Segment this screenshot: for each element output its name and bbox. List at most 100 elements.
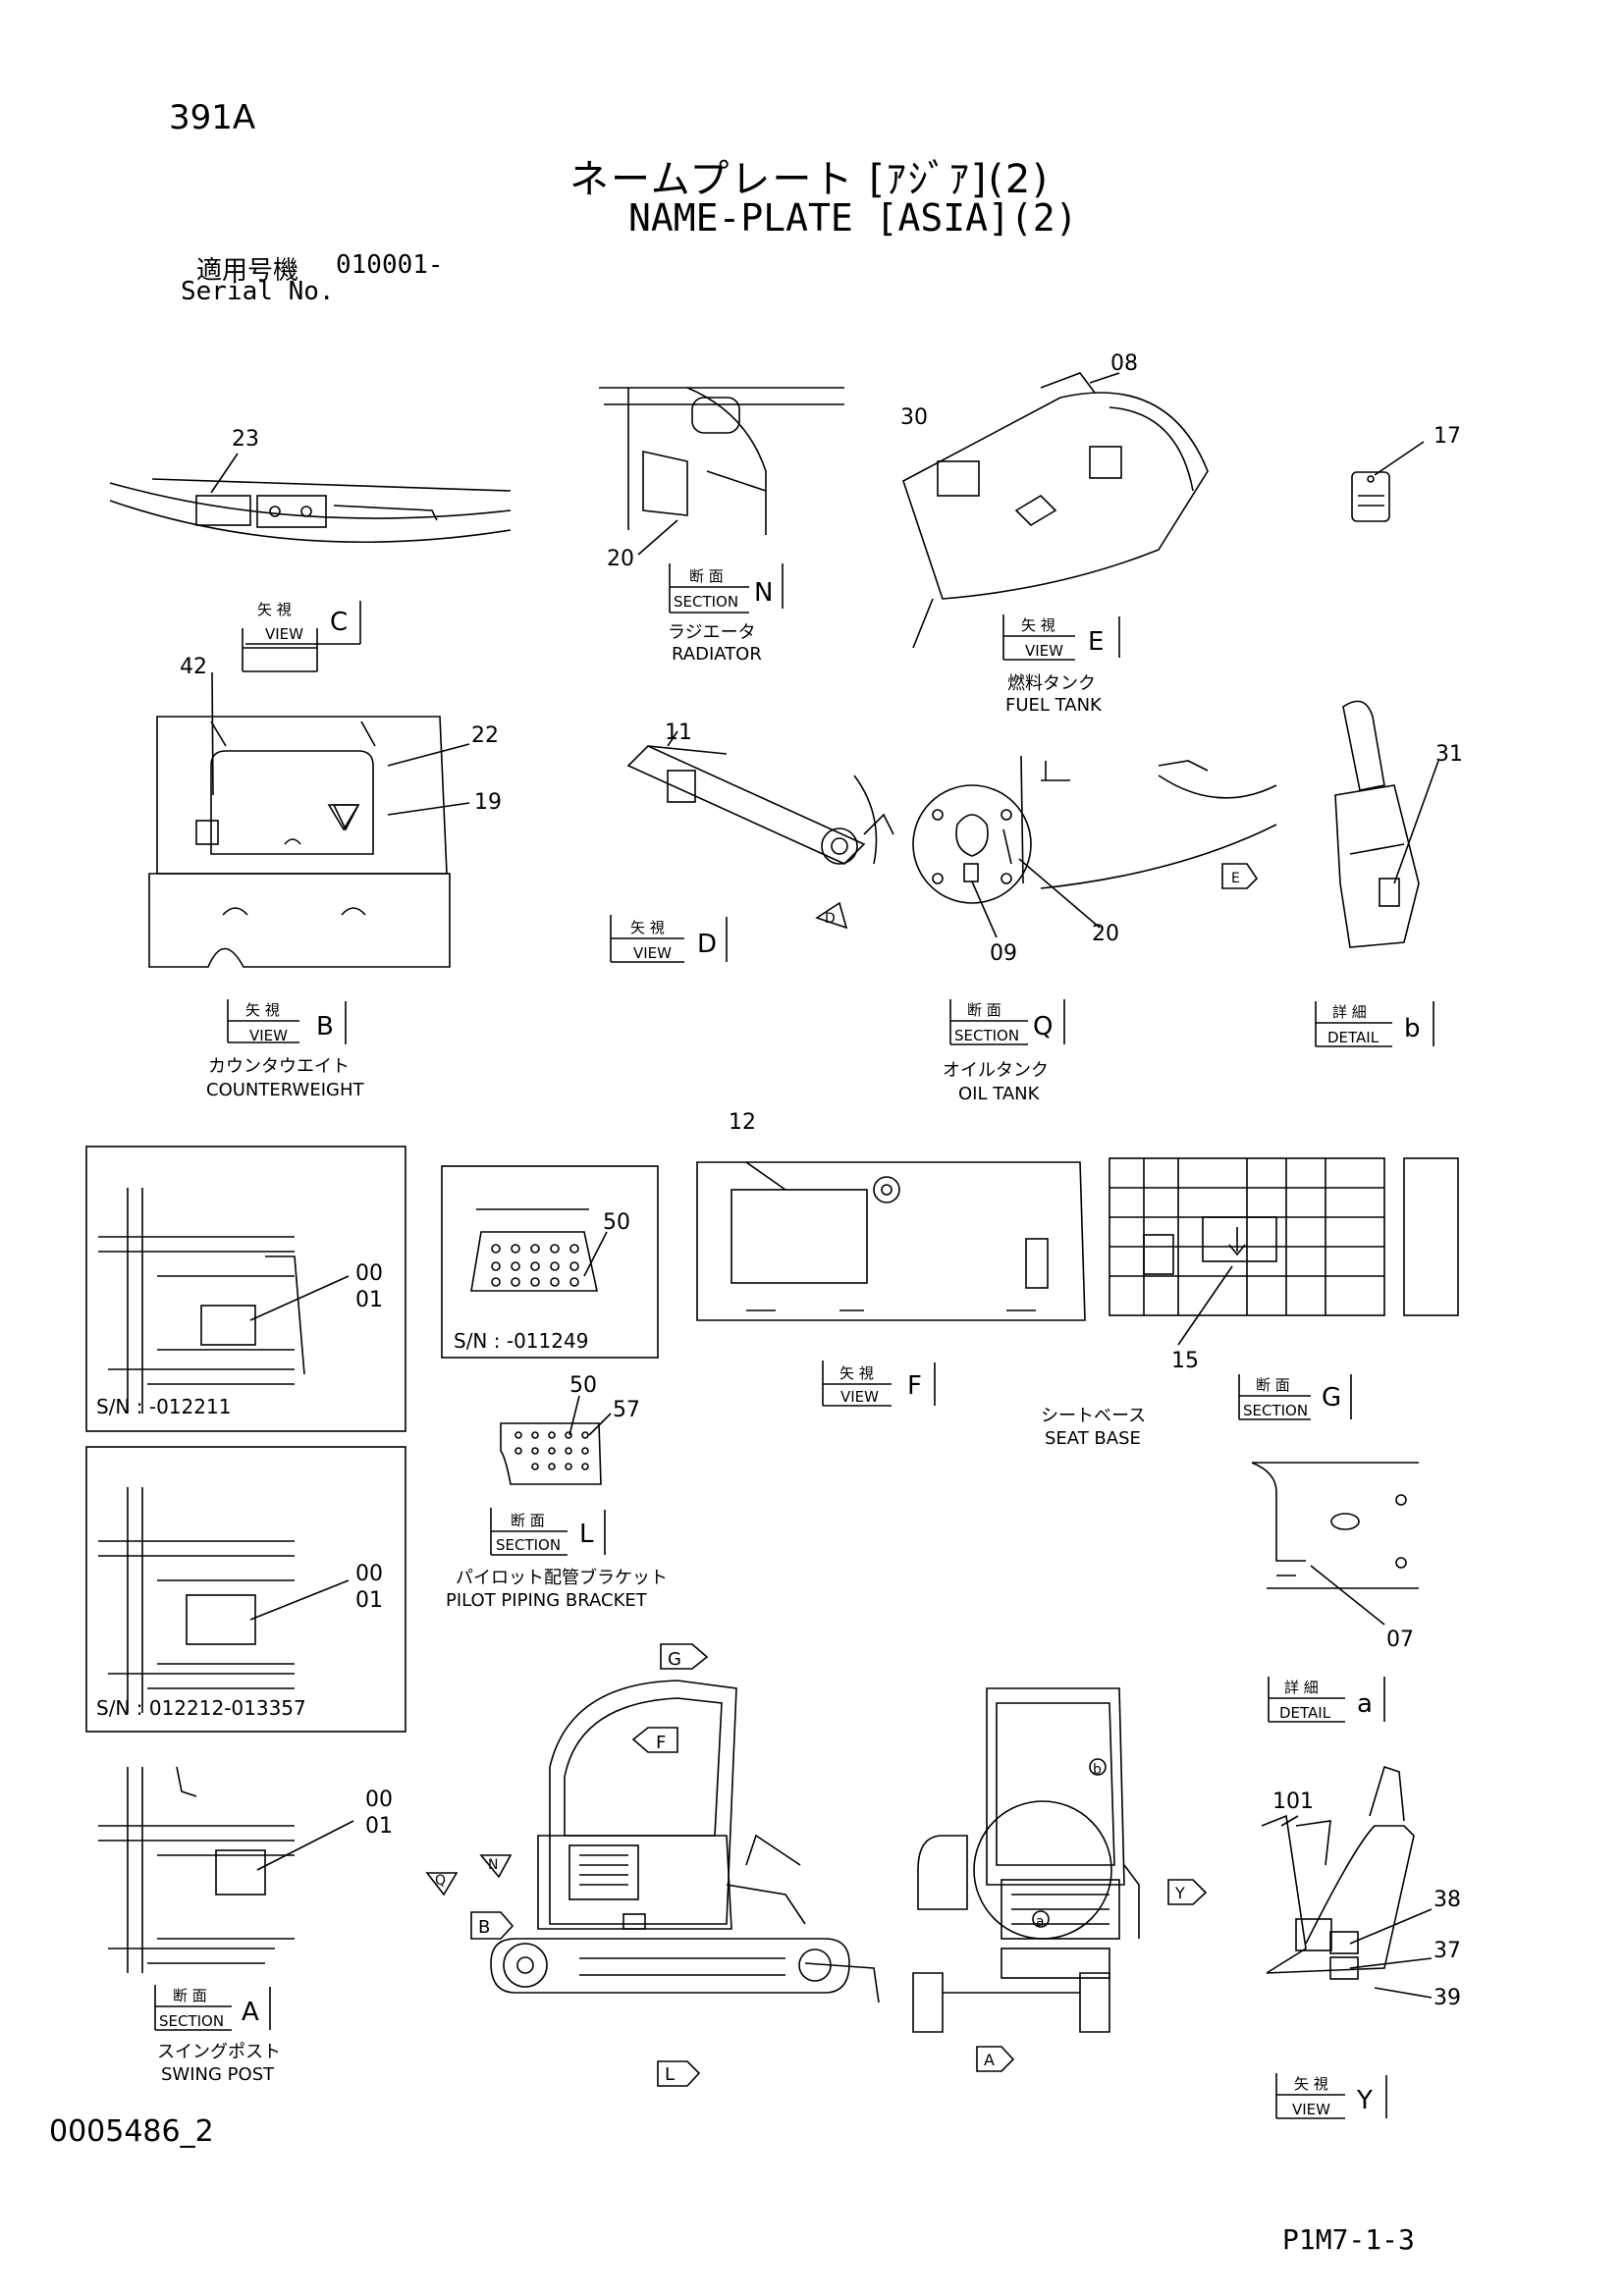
detail-a-drawing bbox=[1251, 1462, 1419, 1626]
svg-text:a: a bbox=[1357, 1689, 1373, 1719]
oil-tank-caption-en: OIL TANK bbox=[958, 1084, 1041, 1104]
section-l-label: 断 面 SECTION L bbox=[490, 1508, 606, 1556]
counterweight-drawing bbox=[148, 671, 470, 968]
detail-b-label: 詳 細 DETAIL b bbox=[1315, 1001, 1434, 1047]
swing-post-section-a-drawing bbox=[98, 1766, 354, 1973]
svg-text:F: F bbox=[907, 1371, 922, 1401]
part-number-15: 15 bbox=[1171, 1349, 1199, 1373]
svg-text:A: A bbox=[984, 2051, 995, 2069]
svg-text:L: L bbox=[665, 2064, 675, 2085]
serial-value: 010001- bbox=[336, 250, 444, 280]
part-number-00b: 00 bbox=[355, 1562, 383, 1586]
svg-text:DETAIL: DETAIL bbox=[1279, 1704, 1331, 1722]
svg-text:b: b bbox=[1404, 1014, 1421, 1043]
part-number-01a: 01 bbox=[355, 1288, 383, 1312]
part-number-42: 42 bbox=[180, 655, 207, 679]
svg-text:D: D bbox=[825, 911, 836, 927]
detail-a-label: 詳 細 DETAIL a bbox=[1268, 1677, 1385, 1723]
part-number-39: 39 bbox=[1434, 1986, 1461, 2010]
part-number-37: 37 bbox=[1434, 1939, 1461, 1963]
svg-text:断 面: 断 面 bbox=[511, 1512, 545, 1529]
arrow-mark-small-a: a bbox=[1036, 1914, 1045, 1930]
part-number-50b: 50 bbox=[569, 1373, 597, 1398]
fuel-tank-caption-en: FUEL TANK bbox=[1005, 695, 1103, 716]
part-number-31: 31 bbox=[1435, 742, 1463, 767]
seat-base-drawing bbox=[1109, 1157, 1459, 1346]
svg-text:SECTION: SECTION bbox=[1243, 1402, 1308, 1419]
svg-text:詳 細: 詳 細 bbox=[1284, 1679, 1319, 1696]
part-number-22: 22 bbox=[471, 723, 499, 748]
svg-text:VIEW: VIEW bbox=[633, 944, 672, 962]
part-number-01b: 01 bbox=[355, 1588, 383, 1613]
oil-tank-caption-jp: オイルタンク bbox=[943, 1060, 1049, 1081]
svg-text:B: B bbox=[316, 1012, 334, 1041]
svg-text:D: D bbox=[697, 930, 717, 959]
svg-text:詳 細: 詳 細 bbox=[1332, 1003, 1367, 1021]
view-c-drawing bbox=[109, 453, 512, 544]
view-y-label: 矢 視 VIEW Y bbox=[1275, 2073, 1387, 2119]
svg-text:断 面: 断 面 bbox=[1256, 1376, 1290, 1394]
part-number-57: 57 bbox=[613, 1398, 640, 1422]
counterweight-caption-en: COUNTERWEIGHT bbox=[206, 1080, 364, 1100]
view-e-label: 矢 視 VIEW E bbox=[1002, 614, 1120, 661]
svg-text:VIEW: VIEW bbox=[1292, 2101, 1330, 2118]
swing-post-caption-jp: スイングポスト bbox=[157, 2042, 281, 2062]
part-number-20a: 20 bbox=[607, 547, 634, 571]
svg-text:B: B bbox=[478, 1917, 490, 1938]
seat-base-caption-jp: シートベース bbox=[1041, 1406, 1146, 1426]
section-g-label: 断 面 SECTION G bbox=[1238, 1374, 1352, 1420]
excavator-side-view bbox=[490, 1680, 880, 2003]
part-number-38: 38 bbox=[1434, 1888, 1461, 1912]
serial-label-english: Serial No. bbox=[181, 277, 335, 306]
oil-tank-drawing bbox=[912, 755, 1277, 938]
swing-post-caption-en: SWING POST bbox=[161, 2064, 275, 2085]
radiator-drawing bbox=[599, 387, 844, 556]
svg-text:矢 視: 矢 視 bbox=[245, 1001, 280, 1019]
svg-text:矢 視: 矢 視 bbox=[1294, 2075, 1328, 2093]
part-number-23: 23 bbox=[232, 427, 259, 452]
svg-text:SECTION: SECTION bbox=[674, 593, 738, 611]
boom-drawing bbox=[626, 730, 894, 865]
part-number-00c: 00 bbox=[365, 1788, 393, 1812]
svg-text:VIEW: VIEW bbox=[249, 1027, 288, 1044]
document-number: 0005486_2 bbox=[49, 2114, 214, 2149]
arrow-marks: G F Q N B L Y A D E bbox=[327, 804, 1259, 2087]
swing-inset-2-serial: S/N : 012212-013357 bbox=[96, 1696, 306, 1720]
title-english: NAME-PLATE [ASIA](2) bbox=[628, 196, 1078, 240]
pilot-bracket-caption-en: PILOT PIPING BRACKET bbox=[446, 1590, 648, 1611]
svg-text:G: G bbox=[1322, 1383, 1341, 1413]
svg-text:VIEW: VIEW bbox=[265, 625, 303, 643]
radiator-caption-jp: ラジエータ bbox=[668, 622, 756, 643]
svg-text:断 面: 断 面 bbox=[173, 1987, 207, 2004]
svg-text:矢 視: 矢 視 bbox=[257, 601, 292, 618]
svg-text:N: N bbox=[754, 578, 773, 608]
page-code: P1M7-1-3 bbox=[1282, 2223, 1415, 2256]
svg-text:Q: Q bbox=[435, 1873, 446, 1889]
part-number-30: 30 bbox=[900, 405, 928, 430]
svg-text:DETAIL: DETAIL bbox=[1327, 1029, 1380, 1046]
part-number-07: 07 bbox=[1386, 1628, 1414, 1652]
serial-label-japanese: 適用号機 bbox=[196, 256, 299, 286]
svg-text:L: L bbox=[579, 1520, 594, 1549]
lever-view-y-drawing bbox=[1261, 1765, 1433, 1999]
svg-text:矢 視: 矢 視 bbox=[630, 919, 665, 936]
part-number-101: 101 bbox=[1272, 1789, 1314, 1814]
excavator-rear-view bbox=[912, 1687, 1140, 2033]
svg-text:F: F bbox=[656, 1733, 666, 1753]
svg-text:E: E bbox=[1088, 627, 1104, 657]
counterweight-caption-jp: カウンタウエイト bbox=[208, 1056, 350, 1077]
part-number-11: 11 bbox=[665, 721, 692, 745]
svg-text:断 面: 断 面 bbox=[689, 567, 724, 585]
svg-text:Y: Y bbox=[1356, 2086, 1373, 2115]
radiator-caption-en: RADIATOR bbox=[672, 644, 762, 665]
pilot-bracket-section-l-drawing bbox=[500, 1395, 612, 1485]
svg-text:SECTION: SECTION bbox=[954, 1027, 1019, 1044]
view-f-label: 矢 視 VIEW F bbox=[822, 1361, 936, 1407]
svg-text:Q: Q bbox=[1033, 1012, 1053, 1041]
part-number-17: 17 bbox=[1434, 424, 1461, 449]
view-b-label: 矢 視 VIEW B bbox=[227, 999, 347, 1044]
fuel-tank-caption-jp: 燃料タンク bbox=[1007, 673, 1096, 694]
part-number-09: 09 bbox=[990, 941, 1017, 966]
svg-text:VIEW: VIEW bbox=[840, 1388, 879, 1406]
model-code: 391A bbox=[169, 98, 256, 137]
